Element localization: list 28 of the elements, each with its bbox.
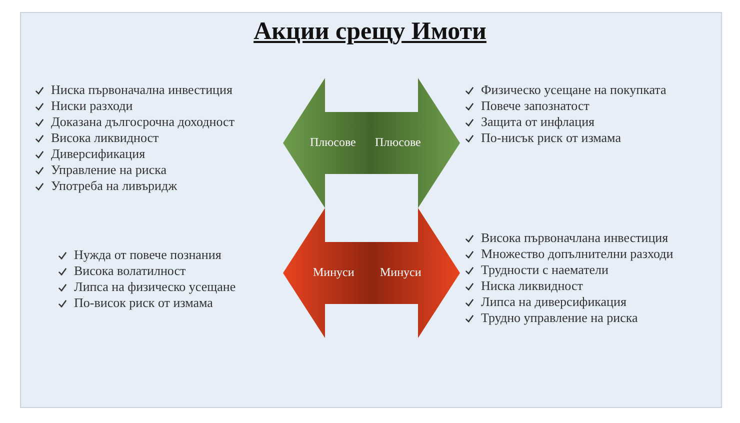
list-item: По-нисък риск от измама	[481, 130, 621, 146]
list-item: Управление на риска	[51, 162, 167, 178]
list-item: Физическо усещане на покупката	[481, 82, 666, 98]
list-item: Липса на диверсификация	[481, 294, 626, 310]
title: Акции срещу Имоти	[254, 18, 486, 45]
list-item: Трудно управление на риска	[481, 310, 638, 326]
double-arrow	[283, 78, 460, 208]
arrow-label: Плюсове	[310, 135, 356, 150]
list-item: Доказана дългосрочна доходност	[51, 114, 235, 130]
list-item: Висока първоначлана инвестиция	[481, 230, 668, 246]
arrow-label: Минуси	[313, 265, 354, 280]
arrow-label: Минуси	[380, 265, 422, 280]
list-item: По-висок риск от измама	[74, 295, 213, 311]
list-item: Употреба на ливъридж	[51, 178, 178, 194]
list-item: Висока ликвидност	[51, 130, 159, 146]
list-item: Ниска първоначална инвестиция	[51, 82, 232, 98]
double-arrow	[283, 208, 460, 338]
list-item: Множество допълнителни разходи	[481, 246, 674, 262]
list-item: Повече запознатост	[481, 98, 590, 114]
list-item: Висока волатилност	[74, 263, 186, 279]
list-item: Ниска ликвидност	[481, 278, 583, 294]
list-item: Трудности с наематели	[481, 262, 608, 278]
list-item: Защита от инфлация	[481, 114, 595, 130]
arrow-label: Плюсове	[375, 135, 421, 150]
list-item: Липса на физическо усещане	[74, 279, 236, 295]
list-item: Нужда от повече познания	[74, 247, 222, 263]
list-item: Ниски разходи	[51, 98, 133, 114]
list-item: Диверсификация	[51, 146, 146, 162]
